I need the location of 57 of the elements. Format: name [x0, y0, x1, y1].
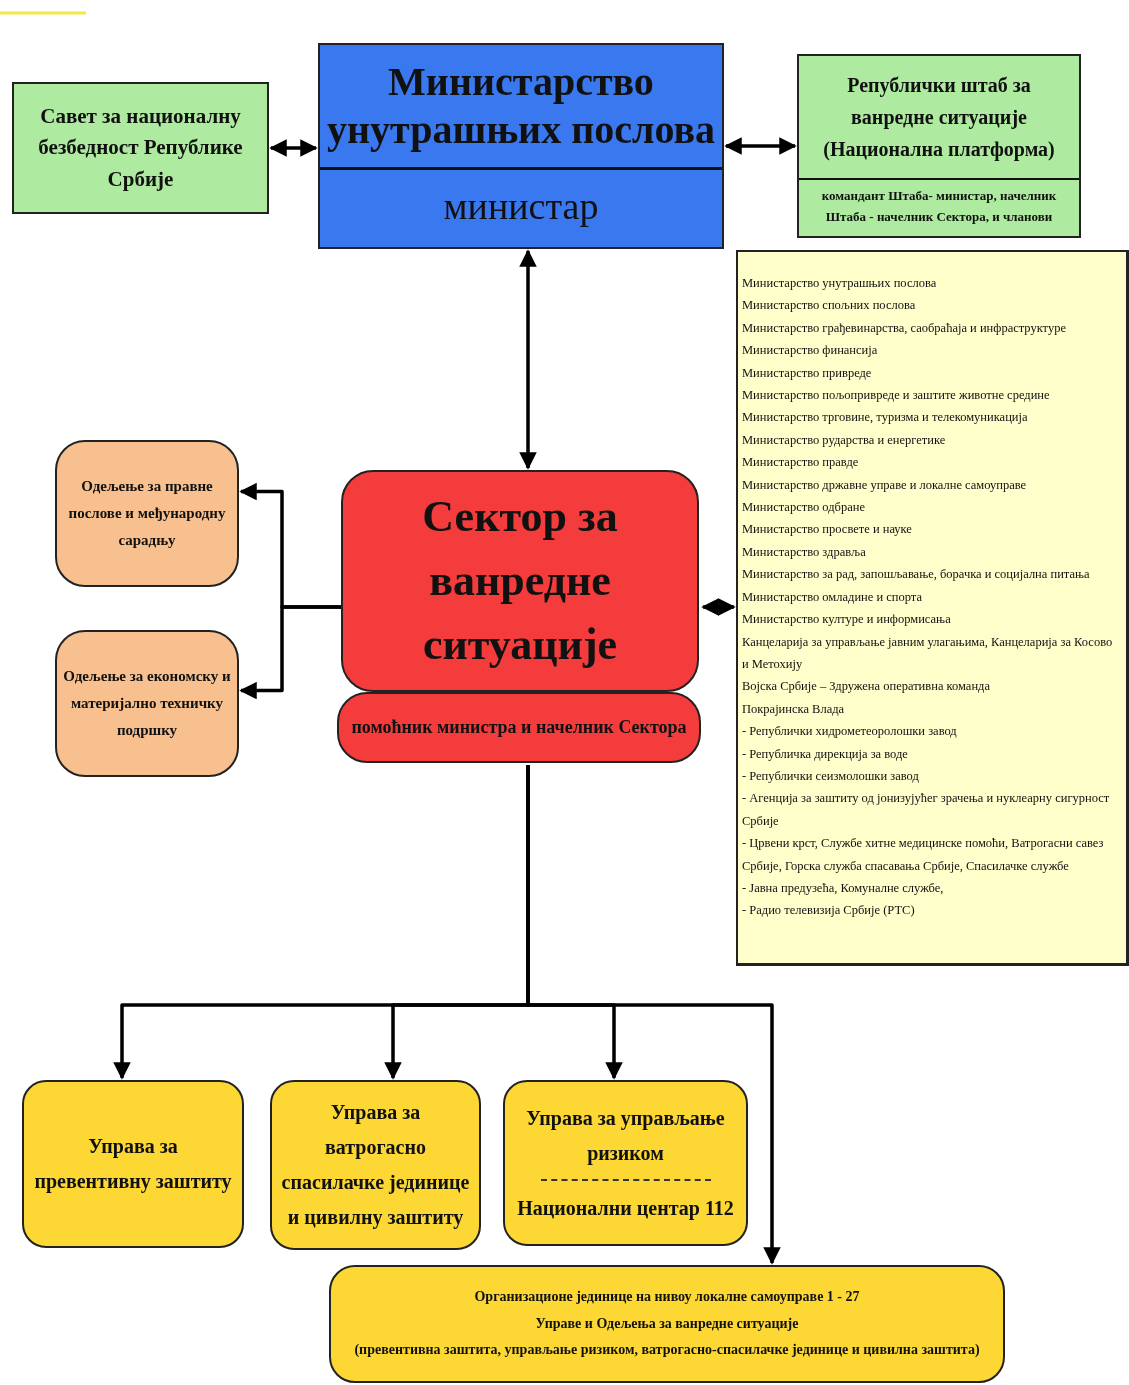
list-item: - Радио телевизија Србије (РТС) [742, 902, 916, 920]
department-box [55, 440, 239, 587]
band-text: помоћник министра и начелник Сектора [351, 717, 687, 738]
list-item: Министарство просвете и науке [742, 521, 913, 539]
arrow [724, 137, 797, 155]
list-item: Министарство одбране [742, 499, 866, 517]
list-item: Министарство пољопривреде и заштите животне средине [742, 387, 1051, 405]
list-item: Министарство трговине, туризма и телекомуникација [742, 409, 1029, 427]
list-item: - Агенција за заштиту од јонизујућег зрачења и нуклеарну сигурност Србије [742, 790, 1111, 830]
box-text: (превентивна заштита, управљање ризиком, ватрогасно-спасилачке јединице и цивилна заштита) [353, 1341, 981, 1360]
list-item: Министарство привреде [742, 364, 873, 382]
list-item: Министарство државне управе и локалне самоуправе [742, 476, 1028, 494]
box-text: Управе и Одељења за ванредне ситуације [534, 1314, 800, 1333]
box-title: Републички штаб за ванредне ситуације (Национална платформа) [822, 73, 1056, 163]
staff-box [797, 54, 1081, 238]
list-item: - Јавна предузећа, Комуналне службе, [742, 879, 945, 897]
list-item: Канцеларија за управљање јавним улагањима, Канцеларија за Косово и Метохију [742, 633, 1114, 673]
list-item: Министарство правде [742, 454, 860, 472]
box-title: Одељење за економску и материјално техничку подршку [62, 667, 232, 740]
list-item: Војска Србије – Здружена оперативна команда [742, 678, 991, 696]
box-subtitle: командант Штаба- министар, начелник Штаба - начелник Сектора, и чланови [820, 187, 1058, 226]
box-title: Управа за превентивну заштиту [33, 1134, 233, 1195]
box-title: Сектор за ванредне ситуације [421, 491, 619, 671]
list-item: Министарство рударства и енергетике [742, 431, 947, 449]
local-units-box [329, 1265, 1005, 1383]
department-box [55, 630, 239, 777]
arrow [269, 139, 318, 157]
list-item: Покрајинска Влада [742, 700, 846, 718]
list-item: Министарство здравља [742, 543, 867, 561]
box-title: Савет за националну безбедност Републике Србије [37, 102, 244, 193]
council-box [12, 82, 269, 214]
box-text: Организационе јединице на нивоу локалне самоуправе 1 - 27 [473, 1288, 861, 1307]
list-item: - Републички сеизмолошки завод [742, 767, 920, 785]
list-item: - Републички хидрометеоролошки завод [742, 723, 958, 741]
box-subtitle: Национални центар 112 [516, 1195, 735, 1222]
list-item: Министарство културе и информисања [742, 611, 952, 629]
list-item: - Републичка дирекција за воде [742, 745, 909, 763]
list-item: Министарство финансија [742, 342, 879, 360]
directorate-box [503, 1080, 748, 1246]
box-title: Министарство унутрашњих послова [326, 58, 716, 154]
box-subtitle: министар [443, 184, 599, 229]
list-item: Министарство спољних послова [742, 297, 917, 315]
list-item: Министарство омладине и спорта [742, 588, 924, 606]
directorate-box [22, 1080, 244, 1248]
arrow [519, 249, 537, 470]
arrow [239, 605, 341, 700]
box-title: Управа за управљање ризиком [525, 1105, 726, 1167]
directorate-box [270, 1080, 481, 1250]
list-item: Министарство за рад, запошљавање, борачка и социјална питања [742, 566, 1091, 584]
ministry-box [318, 43, 724, 249]
list-item: Министарство грађевинарства, саобраћаја и инфраструктуре [742, 319, 1067, 337]
institutions-panel [736, 250, 1129, 966]
arrow [701, 598, 736, 616]
list-item: - Црвени крст, Службе хитне медицинске помоћи, Ватрогасни савез Србије, Горска служба спасавања Србије, Спасилачке службе [742, 835, 1105, 875]
box-title: Одељење за правне послове и међународну сарадњу [67, 477, 227, 550]
box-title: Управа за ватрогасно спасилачке јединице и цивилну заштиту [280, 1100, 471, 1231]
list-item: Министарство унутрашњих послова [742, 275, 938, 292]
